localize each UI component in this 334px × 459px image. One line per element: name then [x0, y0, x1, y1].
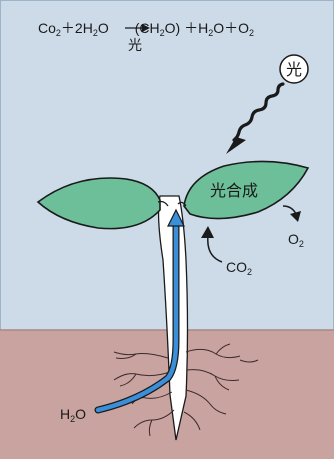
equation-arrow-condition: 光: [128, 37, 142, 53]
leaf-label-photosynthesis: 光合成: [210, 182, 258, 200]
equation-text: Co2＋2H2O(CH2O) ＋H2O＋O2: [38, 20, 254, 38]
sun-badge-text: 光: [286, 61, 302, 79]
